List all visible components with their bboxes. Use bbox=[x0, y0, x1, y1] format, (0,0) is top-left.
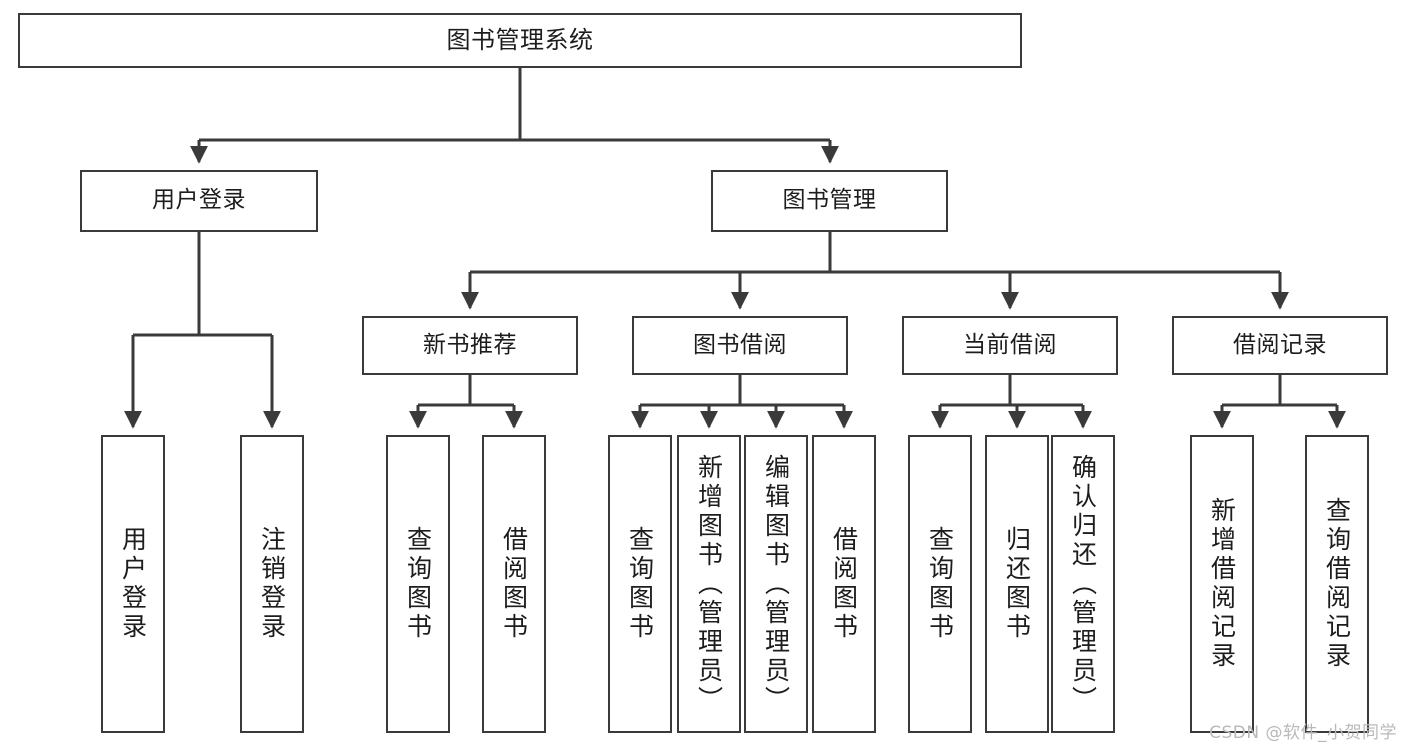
leaf-cb-return-book[interactable]: 归还图书 bbox=[985, 435, 1049, 733]
node-label: 图书管理系统 bbox=[446, 26, 594, 55]
node-label: 注销登录 bbox=[257, 526, 287, 642]
node-label: 新书推荐 bbox=[423, 331, 517, 358]
leaf-bb-query-book[interactable]: 查询图书 bbox=[608, 435, 672, 733]
node-book-borrow[interactable]: 图书借阅 bbox=[632, 316, 848, 375]
node-label: 图书借阅 bbox=[693, 331, 787, 358]
leaf-br-query-record[interactable]: 查询借阅记录 bbox=[1305, 435, 1369, 733]
node-label: 借阅图书 bbox=[499, 526, 529, 642]
node-root-system[interactable]: 图书管理系统 bbox=[18, 13, 1022, 68]
node-current-borrow[interactable]: 当前借阅 bbox=[902, 316, 1118, 375]
leaf-bb-borrow-book[interactable]: 借阅图书 bbox=[812, 435, 876, 733]
node-label: 借阅记录 bbox=[1233, 331, 1327, 358]
node-label: 查询借阅记录 bbox=[1322, 497, 1352, 671]
node-label: 查询图书 bbox=[925, 526, 955, 642]
node-borrow-record[interactable]: 借阅记录 bbox=[1172, 316, 1388, 375]
node-user-login[interactable]: 用户登录 bbox=[80, 170, 318, 232]
node-label: 确认归还（管理员） bbox=[1068, 453, 1098, 715]
node-label: 借阅图书 bbox=[829, 526, 859, 642]
leaf-rec-query-book[interactable]: 查询图书 bbox=[386, 435, 450, 733]
leaf-br-add-record[interactable]: 新增借阅记录 bbox=[1190, 435, 1254, 733]
leaf-cb-confirm-return[interactable]: 确认归还（管理员） bbox=[1051, 435, 1115, 733]
watermark-text: CSDN @软件_小贺同学 bbox=[1209, 723, 1397, 743]
leaf-logout[interactable]: 注销登录 bbox=[240, 435, 304, 733]
node-label: 当前借阅 bbox=[963, 331, 1057, 358]
node-label: 图书管理 bbox=[782, 187, 877, 214]
node-new-book-recommend[interactable]: 新书推荐 bbox=[362, 316, 578, 375]
node-label: 用户登录 bbox=[118, 526, 148, 642]
node-label: 用户登录 bbox=[152, 187, 246, 214]
leaf-user-login[interactable]: 用户登录 bbox=[101, 435, 165, 733]
node-label: 编辑图书（管理员） bbox=[761, 453, 791, 715]
node-label: 新增借阅记录 bbox=[1207, 497, 1237, 671]
node-label: 归还图书 bbox=[1002, 526, 1032, 642]
node-label: 查询图书 bbox=[625, 526, 655, 642]
leaf-bb-edit-book[interactable]: 编辑图书（管理员） bbox=[744, 435, 808, 733]
node-label: 查询图书 bbox=[403, 526, 433, 642]
leaf-rec-borrow-book[interactable]: 借阅图书 bbox=[482, 435, 546, 733]
leaf-cb-query-book[interactable]: 查询图书 bbox=[908, 435, 972, 733]
node-book-management[interactable]: 图书管理 bbox=[711, 170, 948, 232]
node-label: 新增图书（管理员） bbox=[694, 453, 724, 715]
leaf-bb-add-book[interactable]: 新增图书（管理员） bbox=[677, 435, 741, 733]
